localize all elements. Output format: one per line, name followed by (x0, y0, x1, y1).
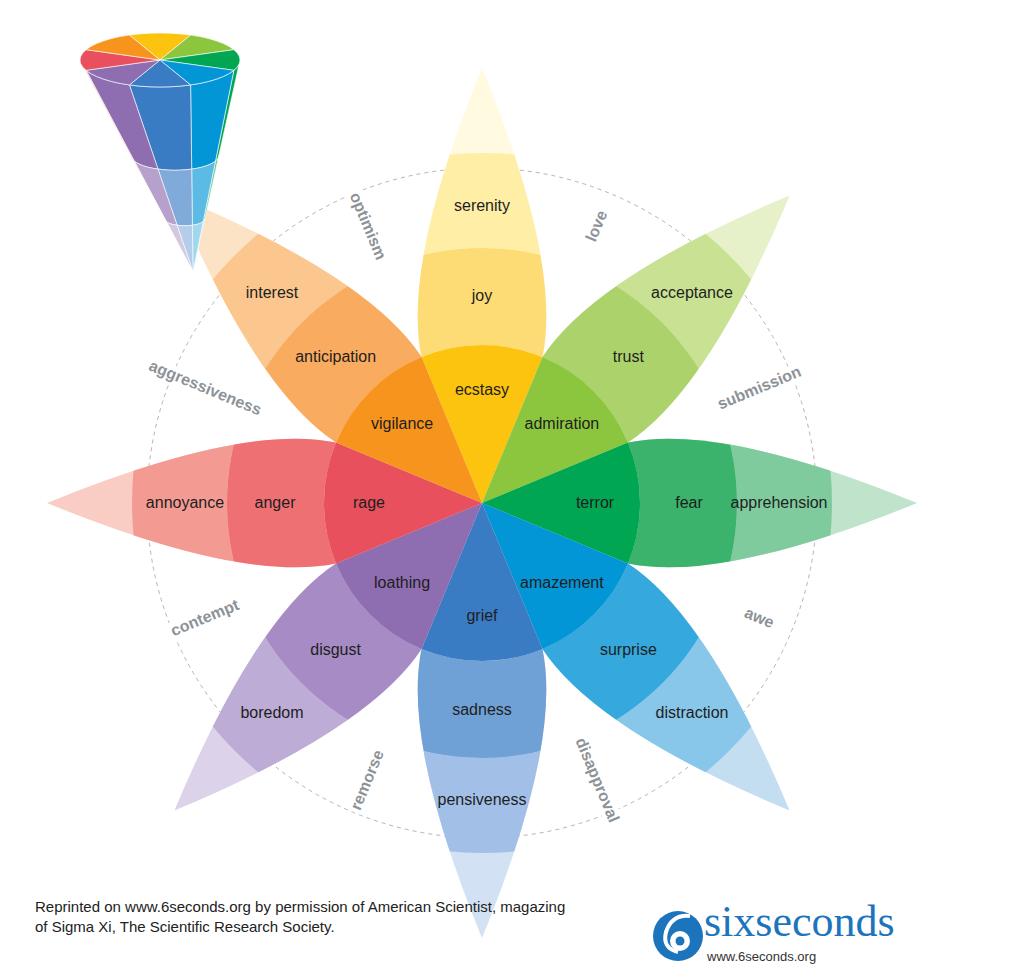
inner-wedge (336, 357, 482, 503)
emotion-label: admiration (525, 414, 600, 433)
petal-band (726, 443, 832, 563)
cone-stripe (193, 219, 205, 272)
emotion-label: apprehension (731, 493, 828, 512)
emotion-label: anger (255, 493, 296, 512)
emotion-label: fear (675, 493, 703, 512)
emotion-label: amazement (520, 573, 604, 592)
petal-band (416, 248, 548, 359)
emotion-label: interest (246, 283, 298, 302)
cone-top-slice (86, 35, 160, 60)
emotion-label: loathing (374, 573, 430, 592)
credit-note: Reprinted on www.6seconds.org by permiss… (35, 897, 570, 938)
petal-band (264, 285, 423, 444)
logo-disc (653, 911, 703, 961)
logo-ring (670, 931, 690, 951)
petal-band (211, 636, 349, 774)
cone-stripe (131, 155, 167, 221)
emotion-label: terror (576, 493, 614, 512)
petal-band (132, 443, 235, 563)
dyad-label: contempt (165, 594, 244, 641)
emotion-band: serenity (422, 152, 542, 256)
dyad-label: aggressiveness (143, 356, 267, 421)
petal-band (541, 562, 700, 721)
emotion-label: joy (472, 286, 492, 305)
emotion-band: apprehension (726, 443, 833, 563)
emotion-label: vigilance (371, 414, 433, 433)
emotion-band: sadness (416, 647, 548, 759)
petal-band (615, 232, 753, 370)
emotion-label: pensiveness (438, 790, 527, 809)
petal-band (211, 232, 349, 370)
emotion-label: ecstasy (455, 380, 509, 399)
emotion-label: serenity (454, 196, 510, 215)
petal-band (264, 562, 423, 721)
cone-stripe (134, 161, 177, 225)
brand-name: sixseconds (704, 900, 895, 944)
dyad-label: disapproval (570, 732, 624, 828)
cone-stripe (191, 70, 234, 169)
dyad-label: love (581, 205, 613, 247)
emotion-label: anticipation (295, 347, 376, 366)
emotion-band: joy (416, 247, 548, 359)
emotion-label: acceptance (651, 283, 733, 302)
petal-band (615, 636, 753, 774)
cone-stripe (165, 219, 193, 272)
petal-band (422, 153, 542, 256)
emotion-label: distraction (656, 703, 729, 722)
logo-swoosh (665, 916, 690, 952)
petal-band (626, 437, 737, 569)
logo-dot (676, 937, 685, 946)
dyad-label: remorse (345, 745, 388, 816)
petal-band (416, 647, 548, 758)
petal-band (541, 285, 700, 444)
dyad-label: awe (739, 602, 780, 633)
emotion-label: sadness (452, 700, 512, 719)
emotion-label: disgust (310, 640, 361, 659)
petal-band (422, 750, 542, 853)
emotion-label: trust (613, 347, 644, 366)
emotion-band: pensiveness (422, 750, 542, 854)
cone-stripe (192, 161, 216, 225)
emotion-band: vigilance (335, 356, 483, 504)
emotion-band: annoyance (131, 443, 235, 563)
petal-band (227, 437, 338, 569)
emotion-label: grief (466, 606, 497, 625)
logo-icon (650, 902, 706, 964)
emotion-band: fear (626, 437, 738, 569)
emotion-label: surprise (600, 640, 657, 659)
emotion-label: boredom (240, 703, 303, 722)
emotion-label: rage (353, 493, 385, 512)
emotion-band: anger (226, 437, 338, 569)
emotion-label: annoyance (146, 493, 224, 512)
cone-stripe (192, 222, 203, 272)
dyad-label: optimism (344, 187, 391, 265)
dyad-label: submission (712, 362, 807, 415)
brand-url: www.6seconds.org (707, 950, 816, 964)
